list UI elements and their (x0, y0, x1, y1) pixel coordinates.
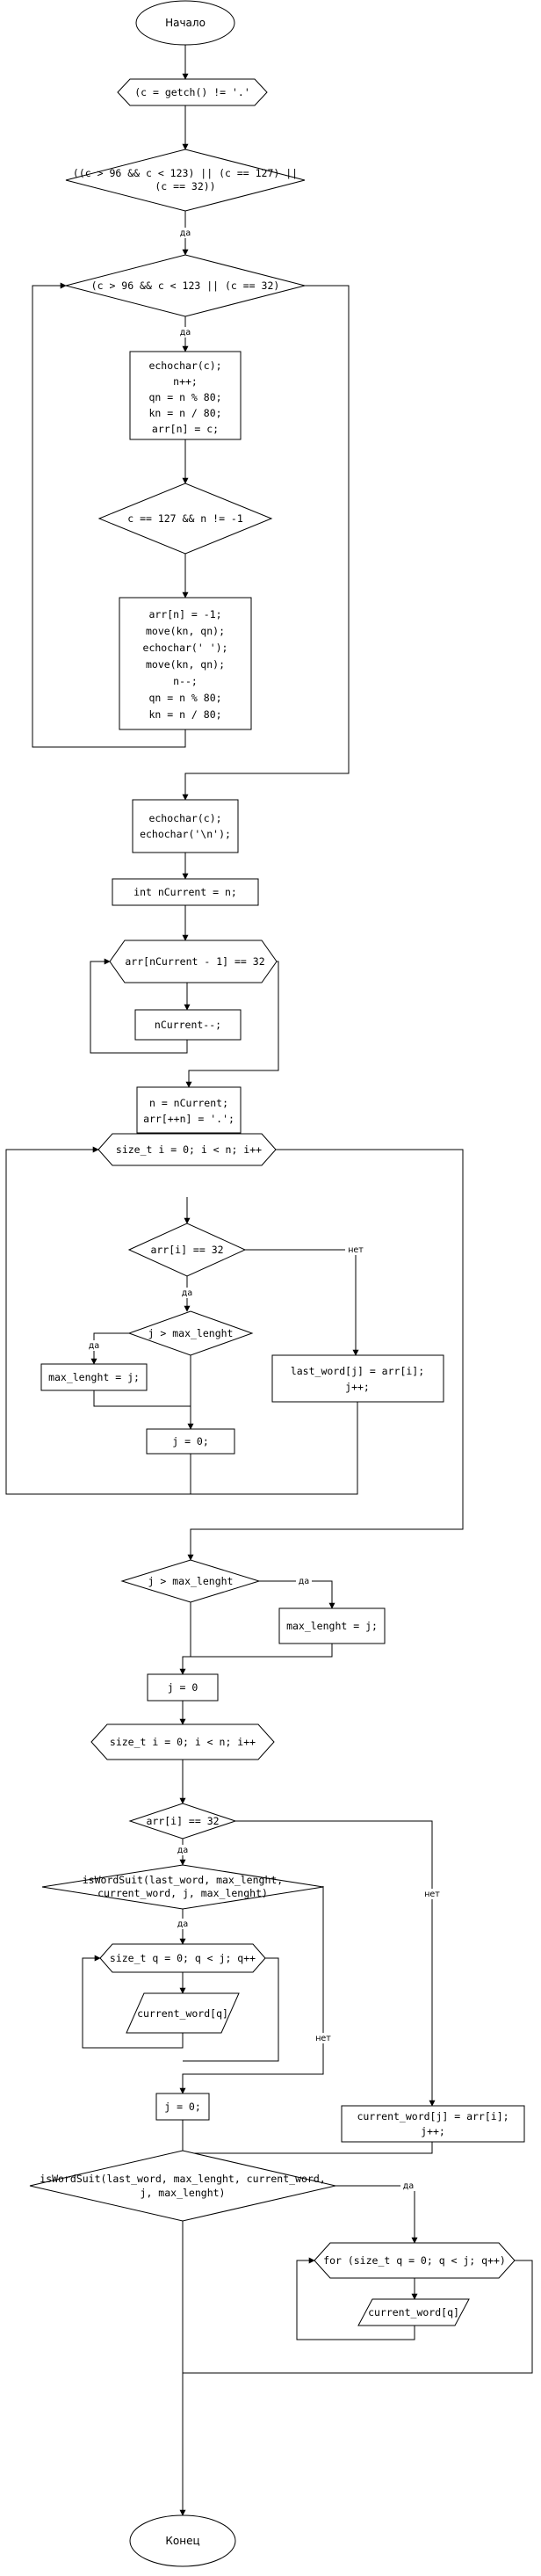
delete-line: qn = n % 80; (148, 692, 221, 704)
for-q-loop-1: size_t q = 0; q < j; q++ (99, 1943, 266, 1973)
final-max-label: j > max_lenght (148, 1575, 234, 1587)
delete-line: move(kn, qn); (146, 625, 225, 637)
output-current-word-1: current_word[q] (126, 1992, 240, 2034)
reset-j-process-2: j = 0 (147, 1673, 219, 1702)
max-length-label: j > max_lenght (148, 1327, 234, 1339)
echo-line: n++; (173, 375, 198, 388)
delete-line: echochar(' '); (143, 642, 228, 654)
space-check-label-2: arr[i] == 32 (146, 1815, 219, 1827)
word-suit-decision-2: isWordSuit(last_word, max_lenght, curren… (29, 2150, 336, 2222)
start-label: Начало (165, 17, 206, 29)
label-yes: да (180, 328, 191, 337)
current-assign-line: j++; (421, 2125, 445, 2137)
getch-loop-header: (c = getch() != '.' (117, 78, 268, 106)
delete-line: n--; (173, 675, 198, 687)
word-suit-1-line2: current_word, j, max_lenght) (97, 1887, 268, 1899)
trailing-space-loop: arr[nCurrent - 1] == 32 (109, 940, 278, 983)
for-i-label-2: size_t i = 0; i < n; i++ (110, 1736, 256, 1748)
reset-j-label-3: j = 0; (164, 2101, 201, 2113)
label-yes: да (89, 1341, 99, 1351)
label-yes: да (299, 1577, 309, 1586)
char-filter-line1: ((c > 96 && c < 123) || (c == 127) || (73, 167, 298, 179)
echo-nl-line: echochar(c); (148, 812, 221, 824)
current-word-assign: current_word[j] = arr[i]; j++; (341, 2105, 525, 2143)
trailing-space-label: arr[nCurrent - 1] == 32 (125, 955, 264, 968)
char-filter-line2: (c == 32)) (155, 180, 215, 192)
final-max-assign-label: max_lenght = j; (286, 1620, 378, 1632)
reset-j-label: j = 0; (172, 1435, 209, 1448)
output-current-word-2: current_word[q] (357, 2298, 470, 2326)
delete-line: move(kn, qn); (146, 658, 225, 671)
label-no: нет (348, 1245, 364, 1255)
delete-label: c == 127 && n != -1 (127, 512, 243, 525)
label-no: нет (315, 2034, 331, 2043)
max-assign-process: max_lenght = j; (40, 1363, 148, 1391)
echo-line: echochar(c); (148, 359, 221, 372)
char-filter-decision: ((c > 96 && c < 123) || (c == 127) || (c… (65, 149, 306, 212)
word-suit-2-line1: isWordSuit(last_word, max_lenght, curren… (40, 2173, 325, 2185)
word-suit-decision-1: isWordSuit(last_word, max_lenght, curren… (41, 1864, 324, 1910)
end-label: Конец (165, 2535, 199, 2547)
delete-line: kn = n / 80; (148, 708, 221, 721)
set-n-process: n = nCurrent; arr[++n] = '.'; (136, 1086, 242, 1134)
connectors (5, 45, 533, 2516)
final-max-assign: max_lenght = j; (278, 1607, 386, 1644)
word-suit-1-line1: isWordSuit(last_word, max_lenght, (83, 1874, 283, 1886)
last-word-line: last_word[j] = arr[i]; (291, 1365, 424, 1377)
label-yes: да (180, 229, 191, 238)
for-i-loop: size_t i = 0; i < n; i++ (97, 1133, 277, 1166)
delete-decision: c == 127 && n != -1 (97, 483, 273, 555)
last-word-line: j++; (345, 1381, 370, 1393)
label-yes: да (182, 1288, 192, 1298)
getch-label: (c = getch() != '.' (134, 86, 250, 98)
for-q-loop-2: for (size_t q = 0; q < j; q++) (314, 2242, 516, 2279)
for-i-label: size_t i = 0; i < n; i++ (116, 1143, 262, 1156)
label-yes: да (177, 1919, 188, 1929)
reset-j-process: j = 0; (146, 1428, 235, 1455)
max-assign-label: max_lenght = j; (48, 1371, 140, 1383)
space-check-label: arr[i] == 32 (150, 1244, 223, 1256)
max-length-decision: j > max_lenght (127, 1310, 254, 1356)
for-q-label-1: size_t q = 0; q < j; q++ (110, 1952, 256, 1964)
current-word-label-2: current_word[q] (368, 2306, 459, 2318)
set-n-line: arr[++n] = '.'; (143, 1113, 234, 1125)
current-assign-line: current_word[j] = arr[i]; (357, 2110, 509, 2122)
label-yes: да (177, 1846, 188, 1855)
reset-j-label-2: j = 0 (168, 1681, 198, 1694)
end-terminator: Конец (129, 2514, 236, 2567)
ncurrent-decrement: nCurrent--; (134, 1009, 242, 1041)
word-suit-2-line2: j, max_lenght) (141, 2187, 226, 2199)
for-q-label-2: for (size_t q = 0; q < j; q++) (323, 2254, 506, 2267)
current-word-label-1: current_word[q] (137, 2007, 228, 2020)
ncurrent-dec-label: nCurrent--; (155, 1019, 221, 1031)
echo-line: qn = n % 80; (148, 391, 221, 403)
echo-line: kn = n / 80; (148, 407, 221, 419)
ncurrent-label: int nCurrent = n; (133, 886, 237, 898)
set-n-line: n = nCurrent; (149, 1097, 228, 1109)
label-no: нет (424, 1890, 440, 1899)
delete-process: arr[n] = -1; move(kn, qn); echochar(' ')… (119, 597, 252, 730)
for-i-loop-2: size_t i = 0; i < n; i++ (90, 1723, 275, 1760)
last-word-process: last_word[j] = arr[i]; j++; (271, 1354, 444, 1403)
reset-j-process-3: j = 0; (155, 2093, 210, 2121)
echo-line: arr[n] = c; (152, 423, 219, 435)
delete-line: arr[n] = -1; (148, 608, 221, 620)
edge-labels: да да да нет да да да нет да нет да (86, 228, 443, 2191)
echo-nl-line: echochar('\n'); (140, 828, 231, 840)
space-check-decision-2: arr[i] == 32 (128, 1803, 237, 1839)
echo-newline-process: echochar(c); echochar('\n'); (132, 799, 239, 853)
echo-char-process: echochar(c); n++; qn = n % 80; kn = n / … (129, 351, 242, 440)
letter-loop-label: (c > 96 && c < 123 || (c == 32) (91, 279, 280, 292)
final-max-decision: j > max_lenght (120, 1559, 261, 1603)
letter-loop-decision: (c > 96 && c < 123 || (c == 32) (65, 254, 306, 317)
ncurrent-process: int nCurrent = n; (112, 878, 259, 906)
label-yes: да (403, 2181, 414, 2191)
start-terminator: Начало (135, 0, 235, 46)
space-check-decision: arr[i] == 32 (127, 1223, 247, 1277)
